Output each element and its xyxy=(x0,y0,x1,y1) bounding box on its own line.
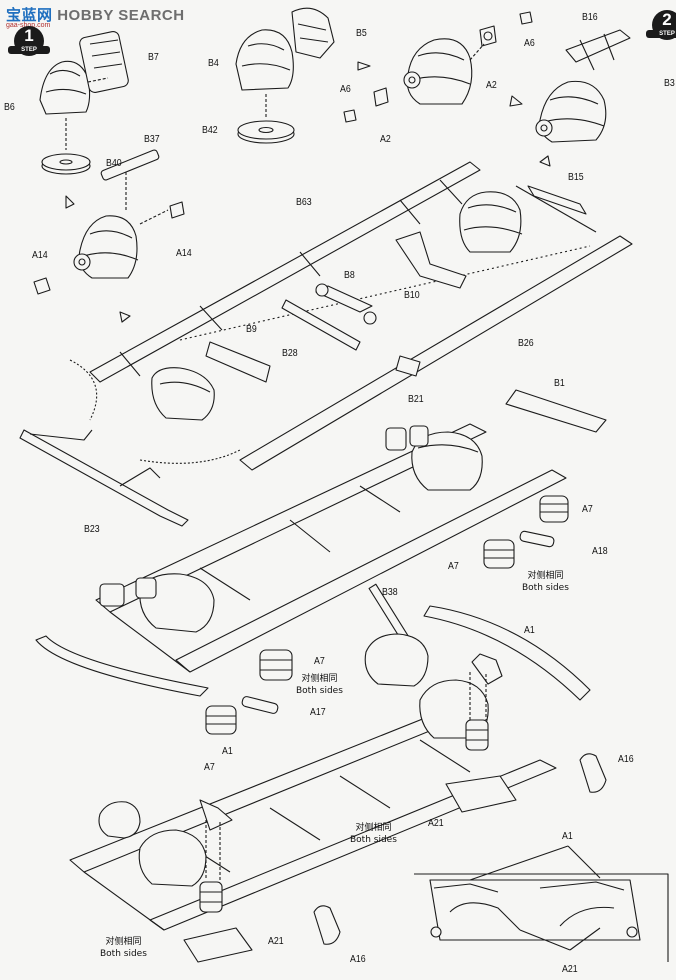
part-label-a14-left: A14 xyxy=(32,250,48,261)
part-label-a18: A18 xyxy=(592,546,608,557)
part-label-b6: B6 xyxy=(4,102,15,113)
part-label-b7: B7 xyxy=(148,52,159,63)
step-2-badge: 2 STEP xyxy=(646,10,676,40)
direction-arrows xyxy=(65,61,551,323)
part-label-b37: B37 xyxy=(144,134,160,145)
differential-housing-b4 xyxy=(235,7,335,144)
differential-housing-b6 xyxy=(39,31,129,175)
frame-rails-upper xyxy=(89,161,633,471)
part-label-b28: B28 xyxy=(282,348,298,359)
chassis-mid-assembly xyxy=(35,389,607,735)
part-label-b3: B3 xyxy=(664,78,675,89)
part-label-a7-mid: A7 xyxy=(314,656,325,667)
differential-carrier-b16 xyxy=(535,29,631,143)
part-label-b5: B5 xyxy=(356,28,367,39)
part-label-b63: B63 xyxy=(296,197,312,208)
watermark-site-en: HOBBY SEARCH xyxy=(57,7,185,24)
part-label-a16-right: A16 xyxy=(618,754,634,765)
part-label-a21-mid: A21 xyxy=(428,818,444,829)
front-bumper-b23 xyxy=(19,359,241,527)
part-label-a7-r1: A7 xyxy=(582,504,593,515)
part-label-b15: B15 xyxy=(568,172,584,183)
inset-front-axle-view xyxy=(414,845,669,962)
part-label-b26: B26 xyxy=(518,338,534,349)
differential-carrier-mid-left xyxy=(33,149,185,295)
step-1-badge: 1 STEP xyxy=(8,26,50,56)
part-label-a2-mid: A2 xyxy=(380,134,391,145)
watermark-logo: 宝蓝网 HOBBY SEARCH xyxy=(6,4,185,25)
part-label-a17: A17 xyxy=(310,707,326,718)
watermark-site-cn: 宝蓝网 xyxy=(6,7,53,24)
watermark-url: gaa-shop.com xyxy=(6,22,50,29)
part-label-b21: B21 xyxy=(408,394,424,405)
part-label-a6-top: A6 xyxy=(524,38,535,49)
part-label-a16-bottom: A16 xyxy=(350,954,366,965)
frame-small-parts xyxy=(151,185,587,421)
part-label-a14-right: A14 xyxy=(176,248,192,259)
part-label-b23: B23 xyxy=(84,524,100,535)
part-label-b1: B1 xyxy=(554,378,565,389)
part-label-a21-bottom: A21 xyxy=(268,936,284,947)
part-label-b38: B38 xyxy=(382,587,398,598)
part-label-b9: B9 xyxy=(246,324,257,335)
part-label-b40: B40 xyxy=(106,158,122,169)
part-label-b4: B4 xyxy=(208,58,219,69)
part-label-a21-inset: A21 xyxy=(562,964,578,975)
part-label-b16: B16 xyxy=(582,12,598,23)
part-label-b42: B42 xyxy=(202,125,218,136)
part-label-a7-r2: A7 xyxy=(448,561,459,572)
part-label-a6-mid: A6 xyxy=(340,84,351,95)
part-label-a1-inset: A1 xyxy=(562,831,573,842)
part-label-a1-left: A1 xyxy=(222,746,233,757)
part-label-a2-top: A2 xyxy=(486,80,497,91)
chassis-lower-assembly xyxy=(69,583,607,963)
part-label-a1-top: A1 xyxy=(524,625,535,636)
differential-carrier-top xyxy=(343,11,533,123)
part-label-b10: B10 xyxy=(404,290,420,301)
part-label-b8: B8 xyxy=(344,270,355,281)
part-label-a7-left: A7 xyxy=(204,762,215,773)
